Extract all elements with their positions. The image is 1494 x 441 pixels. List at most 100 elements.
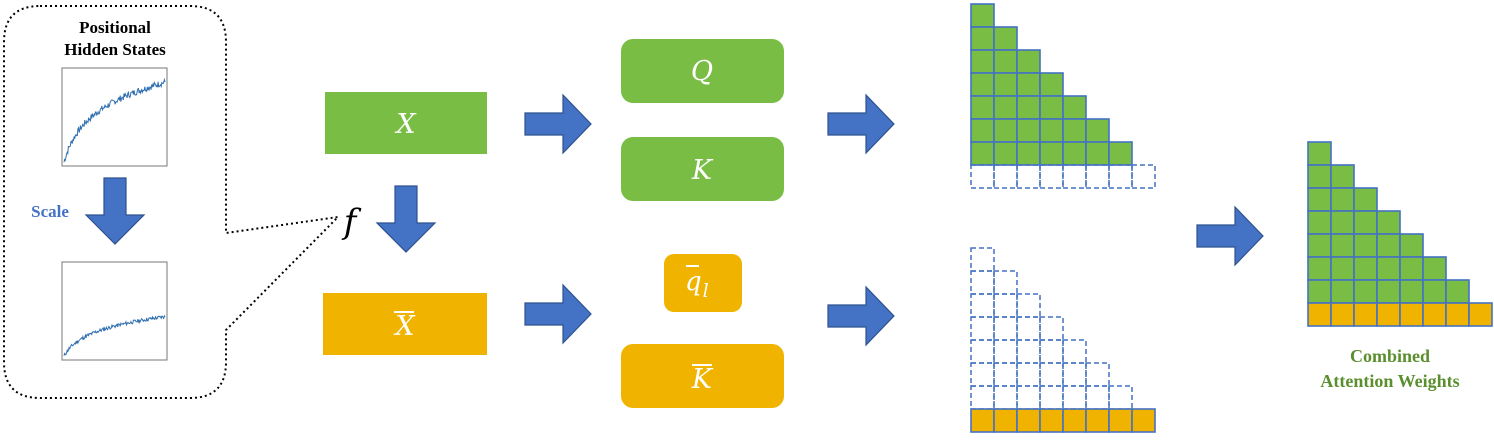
x-to-qk-arrow	[524, 94, 592, 154]
grid-cell	[1330, 279, 1355, 304]
grid-cell	[1330, 210, 1355, 235]
qbar-kbar-to-grid-arrow	[827, 286, 895, 346]
function-f-label: f	[341, 202, 362, 242]
grid-cell	[1039, 316, 1064, 341]
grid-cell	[1307, 302, 1332, 327]
xbar-to-qbar-kbar-arrow	[524, 284, 592, 344]
grid-cell	[1353, 279, 1378, 304]
grid-cell	[1330, 302, 1355, 327]
grid-cell	[1376, 302, 1401, 327]
grid-cell	[993, 118, 1018, 143]
grid-cell	[1016, 293, 1041, 318]
grid-cell	[970, 141, 995, 166]
grid-cell	[1062, 408, 1087, 433]
grid-cell	[1108, 385, 1133, 410]
grid-cell	[1016, 95, 1041, 120]
grid-cell	[1062, 141, 1087, 166]
inset-title-line2: Hidden States	[64, 40, 166, 59]
grid-cell	[1062, 118, 1087, 143]
grid-cell	[1330, 256, 1355, 281]
grid-cell	[970, 49, 995, 74]
grid-cell	[970, 293, 995, 318]
grid-cell	[1108, 164, 1133, 189]
grid-cell	[970, 118, 995, 143]
k-bar-label: K	[691, 364, 714, 395]
grid-cell	[993, 316, 1018, 341]
grid-cell	[1108, 408, 1133, 433]
grid-cell	[1016, 362, 1041, 387]
grid-cell	[993, 339, 1018, 364]
combined-attention-grid	[1307, 141, 1493, 327]
q-bar-label: ql	[685, 267, 709, 302]
grid-cell	[1016, 408, 1041, 433]
grid-cell	[993, 49, 1018, 74]
grid-cell	[1468, 302, 1493, 327]
k-block	[621, 137, 784, 201]
grid-cell	[1016, 339, 1041, 364]
grid-cell	[1039, 164, 1064, 189]
grid-cell	[970, 247, 995, 272]
grid-cell	[1422, 302, 1447, 327]
grid-cell	[1376, 279, 1401, 304]
grid-cell	[1062, 339, 1087, 364]
grid-cell	[993, 270, 1018, 295]
grid-cell	[1085, 164, 1110, 189]
grid-cell	[970, 26, 995, 51]
grid-cell	[1108, 141, 1133, 166]
x-to-xbar-arrow	[376, 185, 436, 253]
grid-cell	[970, 339, 995, 364]
grid-cell	[1330, 164, 1355, 189]
grid-cell	[993, 72, 1018, 97]
plot-before-scale	[61, 67, 168, 167]
grid-cell	[993, 362, 1018, 387]
grid-cell	[1399, 302, 1424, 327]
grid-cell	[1085, 362, 1110, 387]
k-bar-block	[621, 344, 784, 408]
grid-cell	[970, 164, 995, 189]
grid-cell	[1353, 256, 1378, 281]
grid-cell	[1085, 408, 1110, 433]
grid-cell	[970, 408, 995, 433]
qk-to-grid-arrow	[827, 94, 895, 154]
grid-cell	[993, 164, 1018, 189]
grid-cell	[1307, 141, 1332, 166]
grid-cell	[1039, 95, 1064, 120]
grid-cell	[1062, 95, 1087, 120]
grid-cell	[1131, 408, 1156, 433]
grid-cell	[1399, 233, 1424, 258]
q-label: Q	[691, 56, 713, 87]
grid-cell	[970, 362, 995, 387]
grid-cell	[1376, 210, 1401, 235]
grid-cell	[1376, 256, 1401, 281]
grid-cell	[1399, 279, 1424, 304]
grid-cell	[1445, 302, 1470, 327]
grid-cell	[1307, 279, 1332, 304]
grid-cell	[1330, 233, 1355, 258]
combined-label-line1: Combined	[1350, 346, 1430, 366]
grid-cell	[1016, 164, 1041, 189]
scale-label: Scale	[31, 202, 69, 221]
grid-cell	[1062, 362, 1087, 387]
grid-cell	[993, 408, 1018, 433]
grids-to-combined-arrow	[1196, 206, 1264, 266]
grid-cell	[1016, 316, 1041, 341]
grid-cell	[993, 385, 1018, 410]
grid-cell	[970, 3, 995, 28]
grid-cell	[1353, 233, 1378, 258]
grid-cell	[1353, 210, 1378, 235]
grid-cell	[1039, 362, 1064, 387]
grid-cell	[1422, 279, 1447, 304]
grid-cell	[1016, 385, 1041, 410]
grid-cell	[1039, 118, 1064, 143]
grid-cell	[970, 95, 995, 120]
grid-cell	[1376, 233, 1401, 258]
grid-cell	[1353, 302, 1378, 327]
grid-cell	[1307, 164, 1332, 189]
inset-title-line1: Positional	[79, 18, 151, 37]
grid-cell	[1039, 339, 1064, 364]
grid-cell	[1039, 385, 1064, 410]
grid-cell	[1307, 233, 1332, 258]
grid-cell	[1353, 187, 1378, 212]
q-block	[621, 39, 784, 103]
